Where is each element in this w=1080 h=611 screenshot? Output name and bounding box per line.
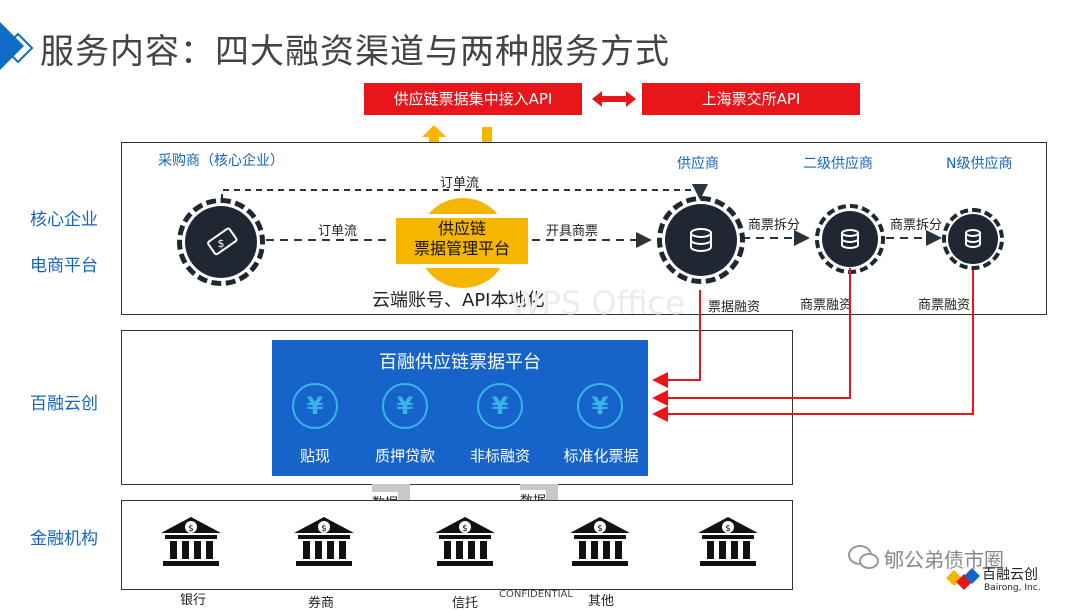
- yen-coin-icon: ¥: [477, 383, 523, 429]
- page-title: 服务内容：四大融资渠道与两种服务方式: [40, 32, 670, 72]
- tier2-supplier-label: 二级供应商: [803, 156, 873, 172]
- supplier-node-ring: [657, 196, 745, 284]
- svg-text:$: $: [597, 524, 603, 534]
- row-label-ecommerce: 电商平台: [30, 256, 98, 276]
- bill-financing-label: 票据融资: [708, 300, 761, 315]
- database-icon: [690, 228, 712, 252]
- enterprise-panel: [121, 142, 1047, 315]
- watermark: WPS Office: [510, 284, 685, 322]
- api-integration-label: 供应链票据集中接入API: [393, 90, 553, 108]
- buyer-node-ring: [177, 198, 265, 286]
- issue-bill-label: 开具商票: [546, 224, 599, 239]
- svg-text:$: $: [725, 524, 731, 534]
- institution-brokerage: 券商: [308, 596, 335, 611]
- cloud-localization-label: 云端账号、API本地化: [372, 290, 545, 311]
- tier2-node: [822, 211, 878, 267]
- svg-text:$: $: [188, 524, 194, 534]
- bank-icon: $: [294, 517, 354, 566]
- hub-line2: 票据管理平台: [413, 239, 510, 258]
- money-bill-icon: $: [207, 227, 238, 256]
- tierN-supplier-label: N级供应商: [946, 156, 1013, 172]
- split-label-1: 商票拆分: [748, 218, 801, 233]
- hub-line1: 供应链: [437, 219, 486, 238]
- service-nonstandard-financing: 非标融资: [469, 447, 530, 465]
- order-flow-top-label: 订单流: [440, 176, 480, 191]
- bank-icon: $: [161, 517, 221, 566]
- supplier-node: [665, 204, 737, 276]
- row-label-core: 核心企业: [30, 210, 98, 230]
- hub-box: 供应链 票据管理平台: [392, 214, 532, 268]
- yen-coin-icon: ¥: [577, 383, 623, 429]
- institution-other: 其他: [588, 594, 615, 609]
- commercial-financing-label-1: 商票融资: [800, 298, 853, 313]
- bank-icon: $: [698, 517, 758, 566]
- institution-bank: 银行: [180, 593, 207, 608]
- database-icon: [841, 229, 859, 249]
- tierN-node: [948, 214, 998, 264]
- bairong-logo-en: Bairong, Inc.: [984, 583, 1041, 593]
- buyer-label: 采购商（核心企业）: [158, 153, 284, 169]
- buyer-node: $: [185, 206, 257, 278]
- yen-coin-icon: ¥: [292, 383, 338, 429]
- commercial-financing-label-2: 商票融资: [918, 298, 971, 313]
- corner-diamond-icon: [0, 22, 34, 70]
- service-standardized-bill: 标准化票据: [563, 447, 639, 465]
- bairong-logo-cn: 百融云创: [982, 567, 1038, 583]
- service-pledge-loan: 质押贷款: [374, 447, 435, 465]
- api-integration-box: 供应链票据集中接入API: [364, 83, 582, 115]
- svg-text:$: $: [218, 237, 225, 250]
- row-label-finance: 金融机构: [30, 529, 98, 549]
- exchange-api-box: 上海票交所API: [642, 83, 860, 115]
- svg-text:$: $: [462, 524, 468, 534]
- yen-coin-icon: ¥: [382, 383, 428, 429]
- tierN-node-ring: [942, 208, 1004, 270]
- wechat-account-label: 郇公弟债市圈: [884, 548, 1004, 572]
- bidirectional-arrow-icon: [592, 91, 636, 107]
- database-icon: [965, 229, 981, 248]
- order-flow-label: 订单流: [318, 224, 358, 239]
- row-label-bairong: 百融云创: [30, 394, 98, 414]
- platform-title: 百融供应链票据平台: [379, 352, 541, 373]
- bairong-logo-icon: [946, 568, 980, 590]
- split-label-2: 商票拆分: [890, 218, 943, 233]
- exchange-api-label: 上海票交所API: [701, 90, 801, 108]
- confidential-mark: CONFIDENTIAL: [499, 589, 574, 600]
- bank-icon: $: [435, 517, 495, 566]
- bank-icon: $: [570, 517, 630, 566]
- institution-trust: 信托: [452, 596, 479, 611]
- supplier-label: 供应商: [677, 156, 719, 172]
- wechat-icon: [848, 545, 879, 569]
- service-discount: 贴现: [299, 447, 330, 465]
- svg-text:$: $: [321, 524, 327, 534]
